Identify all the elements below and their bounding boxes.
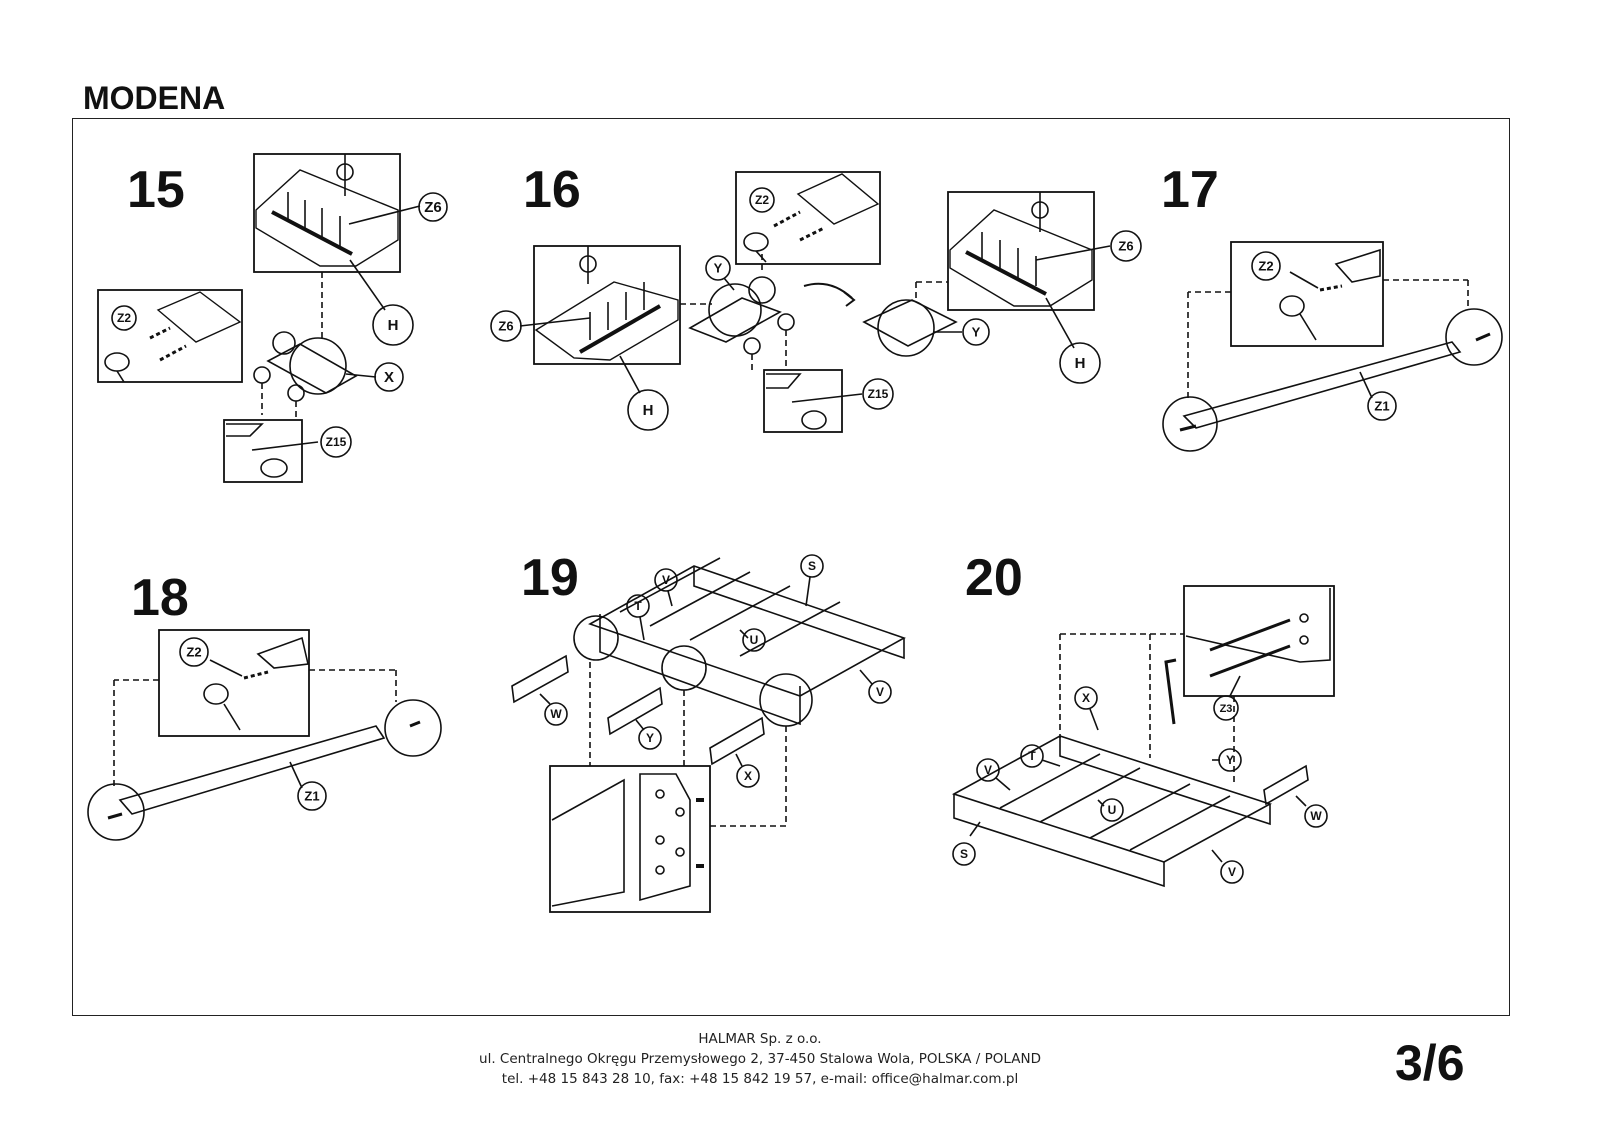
step-16-illustration xyxy=(490,171,1142,433)
page-number: 3/6 xyxy=(1395,1035,1465,1091)
label-y: Y xyxy=(646,731,654,745)
label-w: W xyxy=(1310,809,1322,823)
label-z6: Z6 xyxy=(498,318,513,333)
label-z2: Z2 xyxy=(186,644,201,659)
label-z3: Z3 xyxy=(1220,703,1233,715)
footer-address: ul. Centralnego Okręgu Przemysłowego 2, … xyxy=(479,1051,1041,1067)
label-x: X xyxy=(744,769,752,783)
step-17-number: 17 xyxy=(1161,161,1219,219)
label-v: V xyxy=(984,763,992,777)
label-y: Y xyxy=(1226,753,1234,767)
instructions-frame xyxy=(72,118,1510,1016)
label-z15: Z15 xyxy=(868,387,889,401)
step-18-illustration xyxy=(87,629,442,841)
label-t: T xyxy=(1028,749,1036,763)
step-18-number: 18 xyxy=(131,569,189,627)
label-u: U xyxy=(1108,803,1117,817)
label-h: H xyxy=(643,402,654,419)
step-19-number: 19 xyxy=(521,549,579,607)
label-z15: Z15 xyxy=(326,435,347,449)
label-z1: Z1 xyxy=(304,788,319,803)
label-z2: Z2 xyxy=(117,311,131,325)
step-20-illustration xyxy=(951,585,1335,888)
label-z6: Z6 xyxy=(1118,238,1133,253)
footer-company: HALMAR Sp. z o.o. xyxy=(698,1031,822,1047)
label-t: T xyxy=(634,599,642,613)
label-v: V xyxy=(662,573,670,587)
step-20-number: 20 xyxy=(965,549,1023,607)
label-x: X xyxy=(384,369,394,386)
label-h: H xyxy=(388,317,399,334)
footer-contact: tel. +48 15 843 28 10, fax: +48 15 842 1… xyxy=(501,1071,1019,1087)
document-title: MODENA xyxy=(83,80,226,116)
label-z2: Z2 xyxy=(755,193,769,207)
label-s: S xyxy=(808,559,816,573)
label-z1: Z1 xyxy=(1374,398,1389,413)
label-z2: Z2 xyxy=(1258,258,1273,273)
label-u: U xyxy=(750,633,759,647)
label-z6: Z6 xyxy=(424,199,442,216)
label-y: Y xyxy=(972,324,981,339)
label-v: V xyxy=(1228,865,1236,879)
step-15-illustration xyxy=(97,153,448,483)
label-s: S xyxy=(960,847,968,861)
label-h: H xyxy=(1075,355,1086,372)
label-w: W xyxy=(550,707,562,721)
label-x: X xyxy=(1082,691,1090,705)
step-15-number: 15 xyxy=(127,161,185,219)
step-16-number: 16 xyxy=(523,161,581,219)
step-17-illustration xyxy=(1162,241,1503,452)
label-y: Y xyxy=(714,260,723,275)
step-19-illustration xyxy=(511,554,906,913)
label-v: V xyxy=(876,685,884,699)
